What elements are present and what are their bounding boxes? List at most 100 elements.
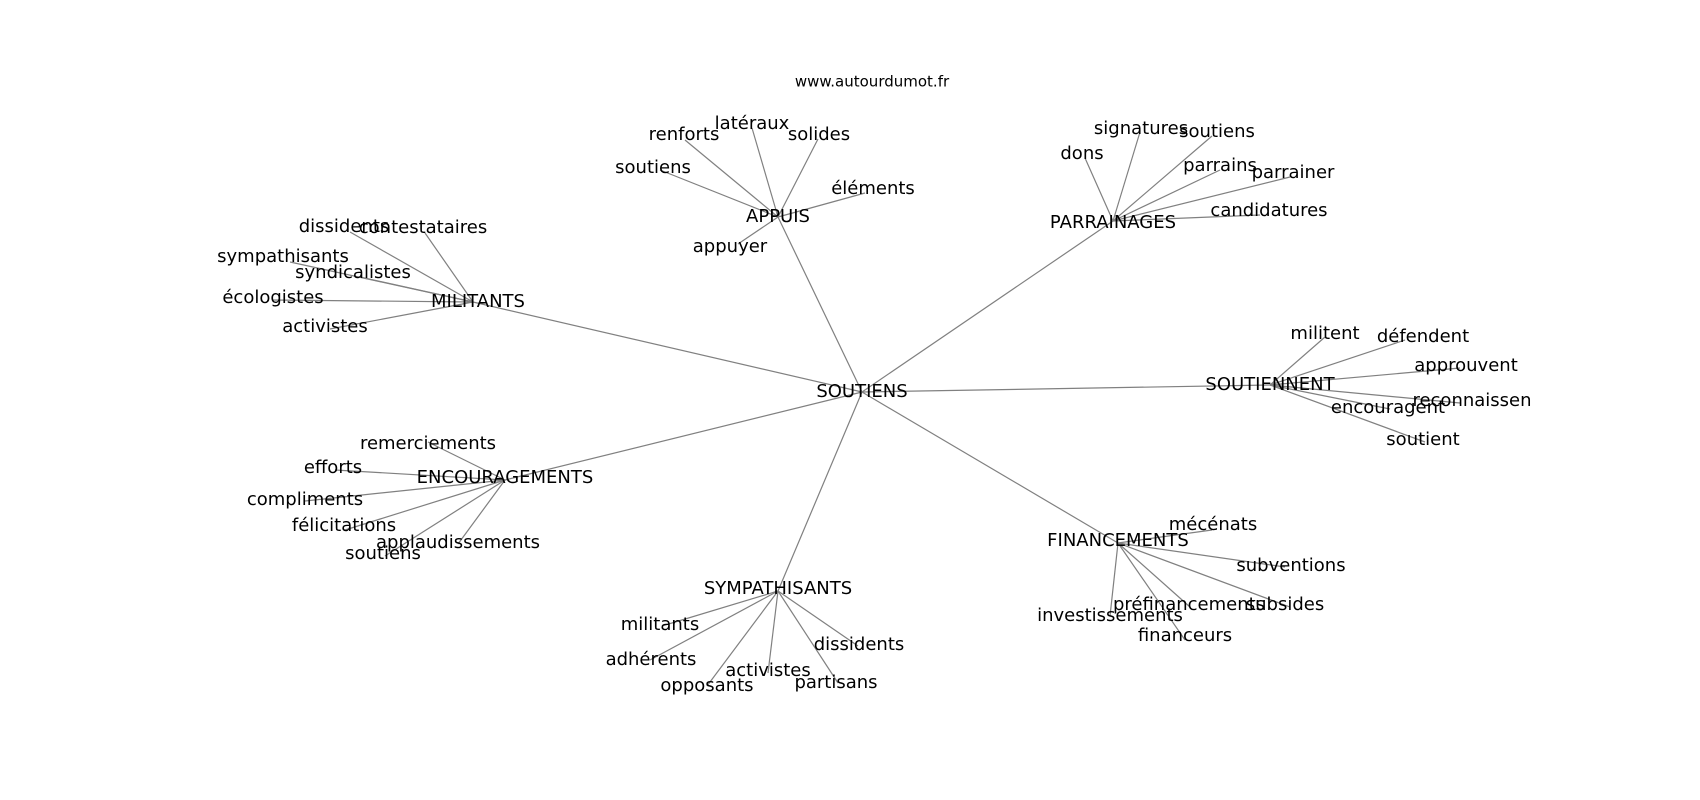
edge-encouragements-0 [427,441,506,481]
edge-appuis-5 [737,216,779,245]
edge-financements-3 [1117,542,1291,608]
word-label: latéraux [715,113,790,134]
edge-militants-4 [271,299,474,303]
edge-appuis-2 [777,138,819,218]
edge-parrainages-2 [1084,157,1114,222]
word-label: reconnaissen [1412,390,1531,411]
word-label: préfinancements [1113,594,1265,615]
edge-appuis-0 [751,127,779,218]
word-label: solides [788,124,850,145]
word-label: investissements [1037,605,1183,626]
word-label: efforts [304,457,362,478]
source-label: www.autourdumot.fr [795,73,950,91]
word-label: signatures [1094,118,1188,139]
hub-label-financements: FINANCEMENTS [1047,530,1189,551]
edge-encouragements-4 [457,479,506,545]
word-label: compliments [247,489,363,510]
word-label: candidatures [1210,200,1327,221]
edge-appuis-3 [659,169,779,218]
word-label: financeurs [1138,625,1232,646]
word-label: contestataires [359,217,487,238]
edge-parrainages-4 [1112,176,1291,222]
graph-edges [271,127,1461,687]
edge-soutiennent-5 [1269,384,1426,443]
edge-center-parrainages [861,220,1114,393]
hub-label-encouragements: ENCOURAGEMENTS [417,467,594,488]
edge-soutiennent-2 [1269,367,1461,386]
word-label: écologistes [222,287,323,308]
edge-encouragements-3 [344,479,506,531]
edge-center-encouragements [504,391,863,481]
hub-label-appuis: APPUIS [746,206,810,227]
word-label: appuyer [693,236,768,257]
edge-parrainages-0 [1112,131,1141,222]
edge-financements-4 [1109,542,1119,617]
word-label: militent [1290,323,1359,344]
edge-soutiennent-4 [1269,384,1391,410]
edge-center-appuis [777,216,863,393]
edge-financements-2 [1117,542,1191,608]
word-label: militants [621,614,699,635]
hub-label-sympathisants: SYMPATHISANTS [704,578,852,599]
word-label: approuvent [1414,355,1518,376]
hub-label-parrainages: PARRAINAGES [1050,212,1176,233]
word-label: mécénats [1169,514,1257,535]
edge-sympathisants-5 [777,590,839,684]
hub-label-soutiennent: SOUTIENNENT [1205,374,1335,395]
edge-militants-1 [424,232,474,303]
edge-parrainages-3 [1112,169,1221,222]
word-label: soutient [1386,429,1459,450]
word-label: encouragent [1331,397,1445,418]
edge-soutiennent-3 [1269,384,1461,404]
edge-financements-0 [1117,529,1213,544]
word-label: adhérents [606,649,697,670]
word-label: activistes [282,316,368,337]
edge-militants-3 [359,276,474,303]
word-label: défendent [1377,326,1469,347]
word-label: dissidents [814,634,905,655]
word-label: partisans [794,672,877,693]
word-label: félicitations [292,515,396,536]
edge-sympathisants-0 [661,590,779,627]
edge-financements-5 [1117,542,1186,641]
edge-encouragements-2 [304,479,506,502]
word-label: soutiens [615,157,691,178]
edge-encouragements-1 [334,469,506,481]
edge-center-financements [861,391,1119,544]
word-label: soutiens [1179,121,1255,142]
word-label: renforts [649,124,720,145]
edge-militants-5 [329,301,474,330]
word-label: éléments [831,178,915,199]
word-label: remerciements [360,433,496,454]
edge-financements-1 [1117,542,1286,568]
edge-soutiennent-0 [1269,336,1326,386]
word-label: activistes [725,660,811,681]
word-label: parrainer [1252,162,1335,183]
hub-label-militants: MILITANTS [431,291,525,312]
word-label: subsides [1246,594,1324,615]
word-label: syndicalistes [295,262,411,283]
edge-parrainages-1 [1112,135,1213,222]
edge-sympathisants-3 [767,590,779,674]
word-label: opposants [660,675,753,696]
edge-sympathisants-1 [649,590,779,661]
word-label: parrains [1183,155,1257,176]
edge-sympathisants-4 [706,590,779,687]
word-label: applaudissements [376,532,540,553]
edge-center-sympathisants [777,391,863,592]
center-node-label: SOUTIENS [816,381,907,402]
word-label: dissidents [299,216,390,237]
word-label: soutiens [345,543,421,564]
edge-center-militants [472,301,863,393]
edge-sympathisants-2 [777,590,859,647]
edge-militants-0 [349,231,474,303]
word-label: dons [1060,143,1103,164]
edge-parrainages-5 [1112,214,1261,222]
word-label: sympathisants [217,246,349,267]
edge-encouragements-5 [384,479,506,557]
word-label: subventions [1236,555,1345,576]
edge-center-soutiennent [861,384,1271,393]
edge-appuis-4 [777,192,866,218]
